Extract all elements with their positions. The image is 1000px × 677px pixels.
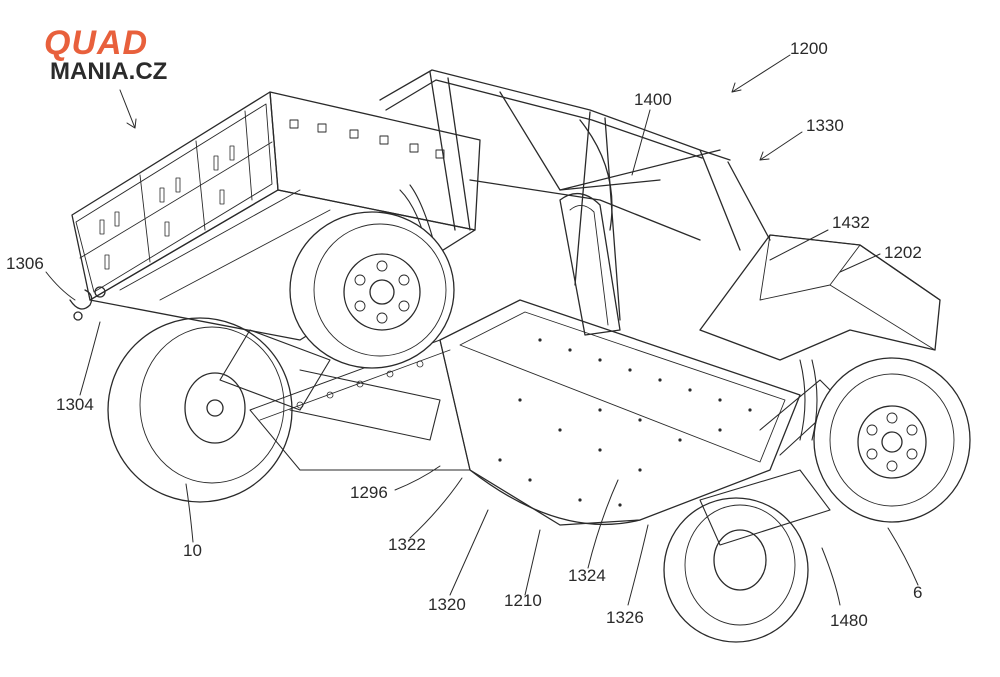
ref-1210: 1210 [504,591,542,610]
ref-1304: 1304 [56,395,94,414]
wheel-front-right [813,357,971,523]
ref-1326: 1326 [606,608,644,627]
roll-cage [379,69,771,336]
rear-cargo-box [69,91,481,341]
ref-1296: 1296 [350,483,388,502]
ref-1322: 1322 [388,535,426,554]
ref-10: 10 [183,541,202,560]
logo-line-2: MANIA.CZ [50,58,168,85]
wheel-front-left [663,497,809,643]
ref-1306: 1306 [6,254,44,273]
ref-1200: 1200 [790,39,828,58]
ref-1432: 1432 [832,213,870,232]
leader-lines [45,54,919,606]
ref-1324: 1324 [568,566,606,585]
wheel-rear-left [107,317,293,503]
front-hood [699,234,941,361]
ref-1400: 1400 [634,90,672,109]
logo-line-1: QUAD [44,24,149,62]
wheel-rear-right [289,211,455,369]
ref-1480: 1480 [830,611,868,630]
ref-1320: 1320 [428,595,466,614]
quadmania-logo: QUAD MANIA.CZ [40,24,180,94]
ref-1330: 1330 [806,116,844,135]
ref-1202: 1202 [884,243,922,262]
ref-6: 6 [913,583,923,602]
